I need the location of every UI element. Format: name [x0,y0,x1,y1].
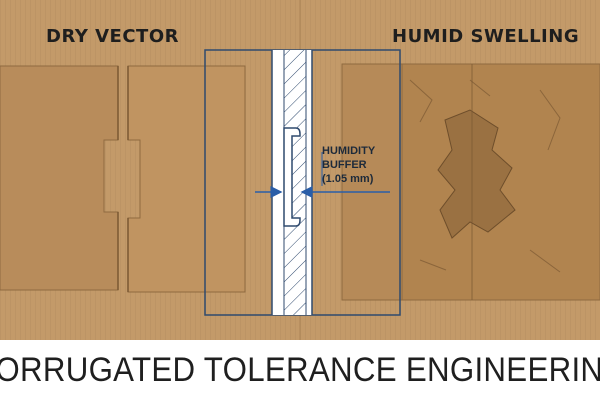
tolerance-slot [283,127,301,227]
callout-line-2: BUFFER [322,159,367,171]
dry-cardboard-sheet [0,65,119,291]
humid-cardboard-panel [341,63,403,301]
swelling-damage [437,109,516,239]
cardboard-illustration [0,0,600,340]
humidity-buffer-label: HUMIDITY BUFFER (1.05 mm) [322,144,375,186]
callout-line-1: HUMIDITY [322,145,376,157]
callout-line-3: (1.05 mm) [322,173,374,185]
footer-banner: CORRUGATED TOLERANCE ENGINEERING [0,340,600,400]
footer-title: CORRUGATED TOLERANCE ENGINEERING [0,350,600,389]
humid-swelling-heading: HUMID SWELLING [392,26,580,47]
dry-cardboard-panel [127,65,246,293]
dry-vector-heading: DRY VECTOR [46,26,179,47]
cross-section-hatch [284,50,306,315]
